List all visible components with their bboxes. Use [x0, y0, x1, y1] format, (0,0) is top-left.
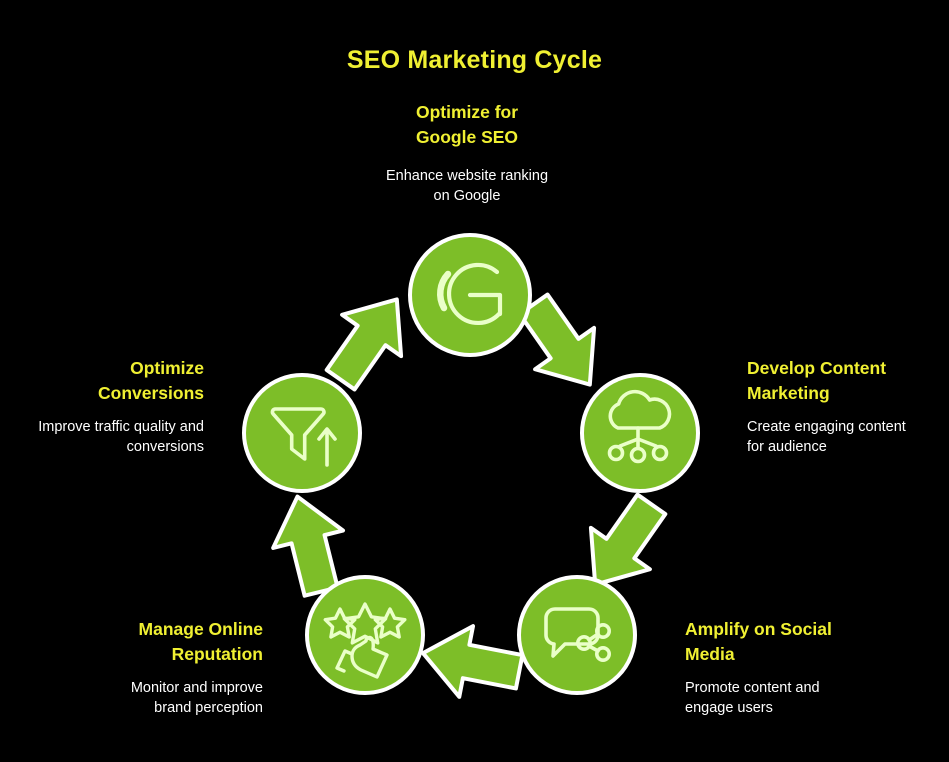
- cycle-node-develop-content-marketing[interactable]: [580, 373, 700, 493]
- seo-cycle-graphic: [242, 233, 700, 710]
- node-circle: [242, 373, 362, 493]
- step-description: Create engaging content for audience: [747, 419, 906, 455]
- step-heading: Optimize for Google SEO: [415, 102, 519, 147]
- cycle-node-amplify-on-social-media[interactable]: [517, 575, 637, 695]
- step-description: Improve traffic quality and conversions: [38, 419, 204, 455]
- step-description: Monitor and improve brand perception: [130, 680, 263, 716]
- cycle-node-manage-online-reputation[interactable]: [305, 575, 425, 695]
- step-label-optimize-for-google-seo: Optimize for Google SEO Enhance website …: [277, 100, 657, 206]
- step-heading: Manage Online Reputation: [138, 619, 263, 664]
- node-circle: [517, 575, 637, 695]
- step-heading: Amplify on Social Media: [685, 619, 832, 664]
- node-circle: [580, 373, 700, 493]
- speech-bubble-share-icon: [544, 607, 611, 662]
- funnel-arrow-up-icon: [270, 407, 337, 467]
- cycle-node-optimize-conversions[interactable]: [242, 373, 362, 493]
- step-label-optimize-conversions: Optimize Conversions Improve traffic qua…: [10, 356, 204, 457]
- step-heading: Optimize Conversions: [98, 358, 204, 403]
- step-heading: Develop Content Marketing: [747, 358, 887, 403]
- google-g-icon: [437, 262, 503, 326]
- step-label-manage-online-reputation: Manage Online Reputation Monitor and imp…: [20, 617, 263, 718]
- cycle-node-optimize-for-google-seo[interactable]: [408, 233, 532, 357]
- page-title: SEO Marketing Cycle: [346, 46, 603, 74]
- cloud-network-icon: [607, 389, 672, 464]
- step-description: Promote content and engage users: [685, 680, 820, 716]
- step-label-develop-content-marketing: Develop Content Marketing Create engagin…: [747, 356, 947, 457]
- step-label-amplify-on-social-media: Amplify on Social Media Promote content …: [685, 617, 935, 718]
- step-description: Enhance website ranking on Google: [385, 168, 549, 204]
- arrow-bottom-right-to-bottom-left: [414, 615, 529, 710]
- stars-thumbs-up-icon: [323, 602, 407, 679]
